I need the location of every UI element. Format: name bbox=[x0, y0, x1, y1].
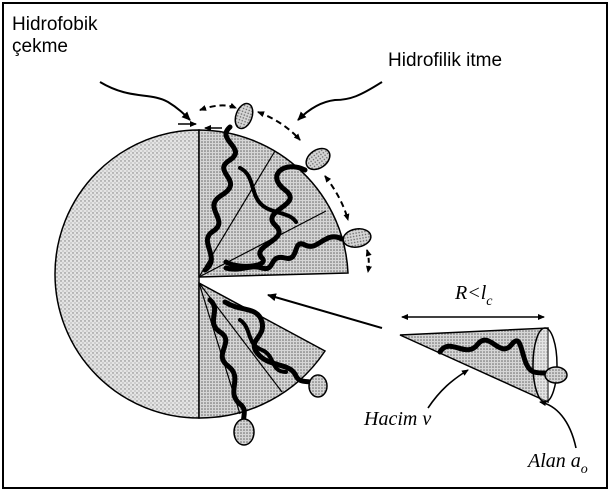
head-group bbox=[342, 227, 373, 250]
repulsion-arrow bbox=[258, 112, 300, 140]
hydrophobic-label-line1: Hidrofobik bbox=[12, 14, 98, 36]
volume-label: Hacim v bbox=[364, 408, 431, 431]
head-group bbox=[545, 367, 567, 383]
micelle-half-sphere bbox=[55, 130, 199, 418]
area-label-main: Alan a bbox=[528, 450, 581, 472]
hydrophilic-pointer-arrow bbox=[298, 82, 382, 120]
hydrophilic-label: Hidrofilik itme bbox=[388, 50, 502, 72]
head-group bbox=[232, 101, 256, 131]
hydrophobic-pointer-arrow bbox=[100, 82, 190, 120]
cone-base-area bbox=[533, 328, 557, 402]
repulsion-arrow bbox=[200, 105, 236, 110]
repulsion-arrow bbox=[367, 250, 369, 272]
cone-to-micelle-arrow bbox=[268, 295, 382, 328]
length-label-sub: c bbox=[486, 294, 492, 309]
hydrophobic-label-line2: çekme bbox=[12, 36, 98, 58]
length-label-main: R<l bbox=[455, 282, 486, 304]
length-label: R<lc bbox=[455, 282, 493, 305]
area-label: Alan ao bbox=[528, 450, 588, 473]
volume-pointer-arrow bbox=[428, 370, 468, 408]
area-label-sub: o bbox=[581, 462, 588, 477]
head-group bbox=[234, 419, 254, 445]
hydrophobic-label: Hidrofobik çekme bbox=[12, 14, 98, 58]
area-pointer-arrow bbox=[540, 402, 576, 448]
head-group bbox=[309, 375, 327, 397]
